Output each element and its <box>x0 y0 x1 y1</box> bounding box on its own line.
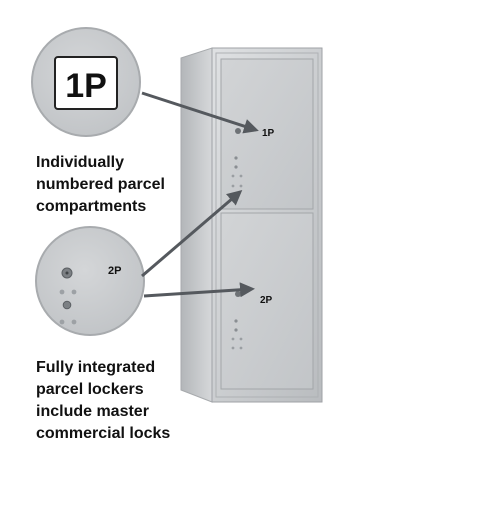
locker-door-lower: 2P <box>220 212 314 390</box>
caption-line: compartments <box>36 198 147 215</box>
caption-line: include master <box>36 403 149 420</box>
caption-line: Fully integrated <box>36 359 156 376</box>
caption-numbered-compartments: Individually numbered parcel compartment… <box>36 152 216 218</box>
lock-icon <box>235 291 241 297</box>
arrow-to-upper-door <box>141 91 259 134</box>
caption-integrated-lockers: Fully integrated parcel lockers include … <box>36 357 216 445</box>
locker-door-upper: 1P <box>220 58 314 210</box>
number-plate-text: 1P <box>65 67 107 105</box>
caption-line: Individually <box>36 154 125 171</box>
door-number-label: 2P <box>260 295 273 306</box>
lock-icon <box>235 128 241 134</box>
number-plate <box>54 56 118 110</box>
lock-detail-label: 2P <box>108 265 121 277</box>
caption-line: commercial locks <box>36 425 171 442</box>
parcel-locker-unit: 1P 2P <box>180 47 323 403</box>
callout-lock-detail: 2P <box>35 226 145 336</box>
caption-line: parcel lockers <box>36 381 144 398</box>
caption-line: numbered parcel <box>36 176 165 193</box>
locker-side-panel <box>180 47 213 403</box>
callout-number-plate: 1P <box>31 27 141 137</box>
callout-arrows <box>141 91 259 298</box>
arrow-to-upper-locker <box>141 190 243 278</box>
door-number-label: 1P <box>262 128 275 139</box>
arrow-to-lower-door <box>143 282 255 298</box>
